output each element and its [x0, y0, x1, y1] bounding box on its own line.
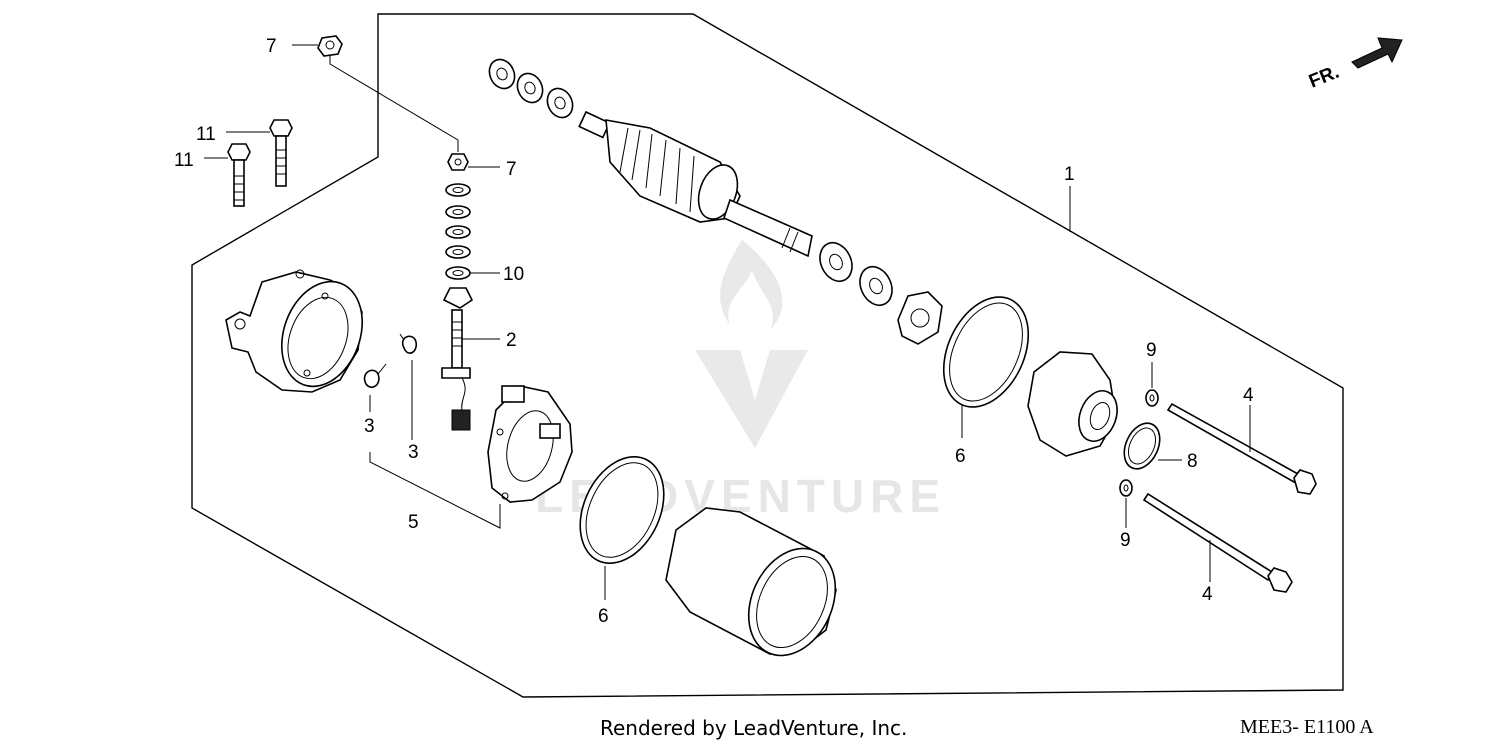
bolt-lower: [227, 143, 251, 207]
callout-3-right[interactable]: 3: [408, 442, 419, 463]
motor-yoke: [665, 507, 837, 657]
callout-11-upper[interactable]: 11: [196, 124, 216, 145]
washer-upper: [1145, 389, 1159, 407]
callout-7-stack[interactable]: 7: [506, 159, 517, 180]
callout-1[interactable]: 1: [1064, 164, 1075, 185]
brush-holder-plate: [487, 385, 573, 503]
lock-washer: [897, 291, 943, 345]
brush-spring-left: [363, 363, 387, 412]
commutator-end-cover: [225, 269, 364, 393]
front-direction-arrow: FR.: [1306, 37, 1403, 93]
callout-9-lower[interactable]: 9: [1120, 530, 1131, 551]
callout-8[interactable]: 8: [1187, 451, 1198, 472]
footer-credit: Rendered by LeadVenture, Inc.: [600, 716, 908, 740]
brush-spring-right: [399, 333, 418, 440]
armature: [578, 110, 813, 258]
terminal-stack: [441, 153, 474, 431]
callout-4-upper[interactable]: 4: [1243, 385, 1254, 406]
through-bolt-upper: [1166, 402, 1317, 495]
callout-10[interactable]: 10: [503, 264, 524, 285]
bolt-upper: [269, 119, 293, 187]
callout-2[interactable]: 2: [506, 330, 517, 351]
callout-6-left[interactable]: 6: [598, 606, 609, 627]
washer-lower: [1119, 479, 1133, 497]
armature-washers-bottom: [819, 241, 893, 307]
diagram-code: MEE3- E1100 A: [1240, 716, 1374, 738]
callout-6-right[interactable]: 6: [955, 446, 966, 467]
armature-washers-top: [488, 58, 574, 119]
drive-end-cover: [1027, 351, 1118, 457]
callout-9-upper[interactable]: 9: [1146, 340, 1157, 361]
o-ring-small: [1123, 422, 1161, 470]
front-direction-label: FR.: [1306, 62, 1342, 93]
callout-5[interactable]: 5: [408, 512, 419, 533]
callout-4-lower[interactable]: 4: [1202, 584, 1213, 605]
callout-3-left[interactable]: 3: [364, 416, 375, 437]
through-bolt-lower: [1142, 492, 1293, 593]
o-ring-right: [942, 296, 1030, 408]
assembly-boundary: [191, 13, 1344, 698]
o-ring-left: [579, 455, 665, 565]
callout-11-lower[interactable]: 11: [174, 150, 194, 171]
callout-7-top[interactable]: 7: [266, 36, 277, 57]
flange-nut-top: [317, 35, 343, 57]
